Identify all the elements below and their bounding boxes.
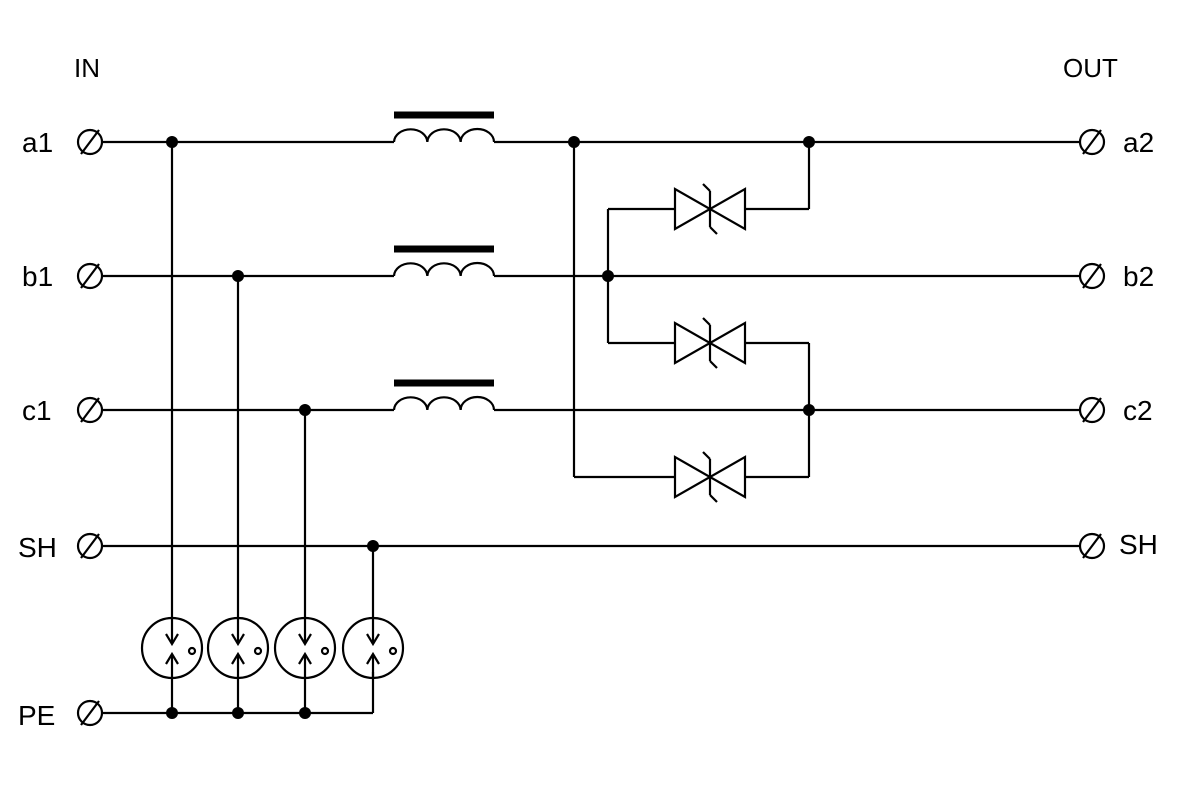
terminal-icon bbox=[76, 532, 104, 560]
tvs-diode-icon bbox=[673, 450, 747, 504]
inductor-icon bbox=[394, 383, 494, 410]
input-label-sh: SH bbox=[18, 532, 57, 563]
terminal-icon bbox=[76, 699, 104, 727]
terminal-icon bbox=[76, 128, 104, 156]
input-label-pe: PE bbox=[18, 700, 55, 731]
junction-dots bbox=[166, 136, 815, 719]
output-label-sh: SH bbox=[1119, 529, 1158, 560]
gas-discharge-tube-icon bbox=[206, 616, 270, 680]
input-label-c1: c1 bbox=[22, 395, 52, 426]
input-label-a1: a1 bbox=[22, 127, 53, 158]
output-label-a2: a2 bbox=[1123, 127, 1154, 158]
gas-discharge-tube-icon bbox=[273, 616, 337, 680]
output-label-b2: b2 bbox=[1123, 261, 1154, 292]
tvs-network-wiring bbox=[572, 142, 811, 479]
out-header: OUT bbox=[1063, 53, 1118, 83]
in-header: IN bbox=[74, 53, 100, 83]
arrester-wiring bbox=[170, 142, 375, 713]
gas-discharge-tube-icon bbox=[341, 616, 405, 680]
terminal-icon bbox=[1078, 532, 1106, 560]
output-label-c2: c2 bbox=[1123, 395, 1153, 426]
terminal-icon bbox=[1078, 128, 1106, 156]
terminal-icon bbox=[1078, 396, 1106, 424]
tvs-diode-icon bbox=[673, 182, 747, 236]
input-label-b1: b1 bbox=[22, 261, 53, 292]
inductor-icon bbox=[394, 115, 494, 142]
terminal-icon bbox=[76, 262, 104, 290]
gas-discharge-tube-icon bbox=[140, 616, 204, 680]
terminal-icon bbox=[1078, 262, 1106, 290]
tvs-diode-icon bbox=[673, 316, 747, 370]
terminal-icon bbox=[76, 396, 104, 424]
inductor-icon bbox=[394, 249, 494, 276]
